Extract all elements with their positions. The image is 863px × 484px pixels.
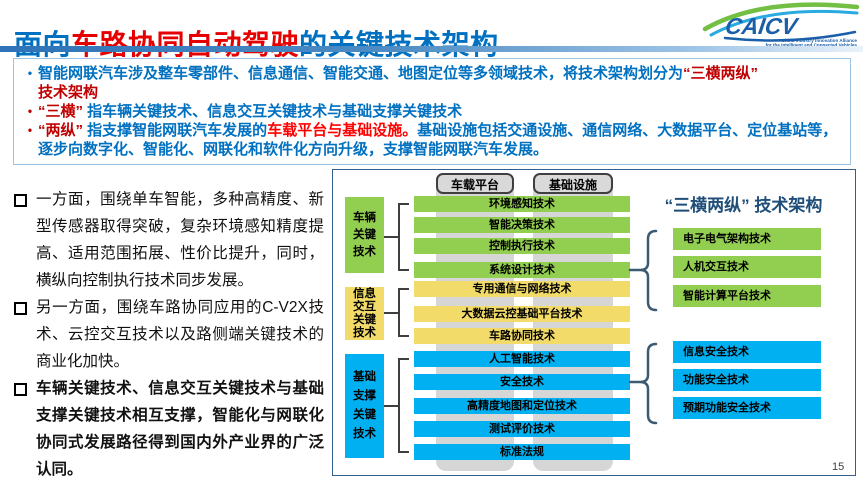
- text-segment-highlight: “两纵”: [38, 122, 88, 139]
- intro-bullet-2-text: “三横” 指车辆关键技术、信息交互关键技术与基础支撑关键技术: [38, 102, 844, 121]
- bar-security: 安全技术: [414, 374, 630, 390]
- logo-green-swoosh-icon: [702, 2, 860, 32]
- note-item-1: 一方面，围绕单车智能，多种高精度、新型传感器取得突破，复杂环境感知精度提高、适用…: [14, 186, 324, 294]
- bullet-dot-icon: •: [27, 123, 33, 137]
- architecture-diagram: 车载平台 基础设施 车辆 关键 技术 信息 交互 关键 技术 基础 支撑 关键 …: [332, 169, 856, 476]
- bar-vehicle-road-cooperation: 车路协同技术: [414, 328, 630, 344]
- square-bullet-icon: [14, 383, 27, 396]
- text-segment: 指车辆关键技术、信息交互关键技术与基础支撑关键技术: [87, 103, 463, 120]
- diagram-caption: “三横两纵” 技术架构: [664, 196, 823, 215]
- bracket-base-group-icon: [384, 358, 409, 453]
- bar-bigdata-cloud-platform: 大数据云控基础平台技术: [414, 306, 630, 322]
- note-item-2: 另一方面，围绕车路协同应用的C-V2X技术、云控交互技术以及路侧端关键技术的商业…: [14, 294, 324, 375]
- square-bullet-icon: [14, 194, 27, 207]
- text-segment: 智能网联汽车涉及整车零部件、信息通信、智能交通、地图定位等多领域技术，将技术架构…: [38, 65, 684, 82]
- sidebox-intelligent-computing-platform: 智能计算平台技术: [673, 285, 821, 307]
- square-bullet-icon: [14, 302, 27, 315]
- note-text: 另一方面，围绕车路协同应用的C-V2X技术、云控交互技术以及路侧端关键技术的商业…: [36, 299, 324, 370]
- sidebox-functional-safety: 功能安全技术: [673, 369, 821, 391]
- title-divider: [0, 46, 863, 52]
- note-text: 车辆关键技术、信息交互关键技术与基础支撑关键技术相互支撑，智能化与网联化协同式发…: [36, 380, 324, 478]
- bullet-dot-icon: •: [27, 104, 33, 118]
- group-label-base-support-key-tech: 基础 支撑 关键 技术: [345, 354, 384, 458]
- bracket-vehicle-group-icon: [384, 203, 409, 271]
- bar-test-evaluation: 测试评价技术: [414, 421, 630, 437]
- intro-bullet-1: • 智能网联汽车涉及整车零部件、信息通信、智能交通、地图定位等多领域技术，将技术…: [22, 64, 844, 102]
- logo-lightblue-swoosh-icon: [709, 9, 859, 37]
- note-item-3: 车辆关键技术、信息交互关键技术与基础支撑关键技术相互支撑，智能化与网联化协同式发…: [14, 375, 324, 483]
- text-segment-highlight: “三横”: [38, 103, 88, 120]
- caicv-logo: CAICV China Industry Innovation Alliance…: [702, 2, 860, 48]
- group-label-info-exchange-key-tech: 信息 交互 关键 技术: [345, 287, 384, 340]
- bar-dedicated-comm-network: 专用通信与网络技术: [414, 281, 630, 297]
- bar-environment-perception: 环境感知技术: [414, 196, 630, 212]
- bar-control-execution: 控制执行技术: [414, 238, 630, 254]
- brace-security-side-icon: [628, 342, 658, 425]
- text-segment-highlight: 车载平台与基础设施。: [267, 122, 418, 139]
- sidebox-hmi: 人机交互技术: [673, 256, 821, 278]
- logo-underline-swoosh-icon: [723, 30, 857, 42]
- bracket-info-group-icon: [384, 288, 409, 337]
- group-label-vehicle-key-tech: 车辆 关键 技术: [345, 197, 384, 273]
- sidebox-sotif: 预期功能安全技术: [673, 397, 821, 419]
- page-title: 面向车路协同自动驾驶的关键技术架构: [14, 23, 499, 63]
- column-header-vehicle-platform: 车载平台: [436, 173, 514, 194]
- text-segment-highlight: 技术架构: [38, 84, 99, 101]
- text-segment-highlight: “三横两纵”: [683, 65, 759, 82]
- text-segment: 指支撑智能网联汽车发展的: [87, 122, 268, 139]
- bar-system-design: 系统设计技术: [414, 262, 630, 278]
- bullet-dot-icon: •: [27, 66, 33, 80]
- intro-bullet-3-text: “两纵” 指支撑智能网联汽车发展的车载平台与基础设施。基础设施包括交通设施、通信…: [38, 121, 844, 159]
- bar-intelligent-decision: 智能决策技术: [414, 217, 630, 233]
- note-text: 一方面，围绕单车智能，多种高精度、新型传感器取得突破，复杂环境感知精度提高、适用…: [36, 191, 324, 289]
- intro-bullet-1-text: 智能网联汽车涉及整车零部件、信息通信、智能交通、地图定位等多领域技术，将技术架构…: [38, 64, 844, 102]
- title-part-red: 车路协同自动驾驶: [71, 28, 300, 60]
- bar-standards-regulations: 标准法规: [414, 444, 630, 460]
- brace-vehicle-side-icon: [628, 229, 658, 312]
- title-part-blue2: 的关键技术架构: [299, 28, 499, 60]
- intro-bullet-3: • “两纵” 指支撑智能网联汽车发展的车载平台与基础设施。基础设施包括交通设施、…: [22, 121, 844, 159]
- column-header-infrastructure: 基础设施: [533, 173, 613, 194]
- text-segment: 基础设施包括交通设施、通信网络、大数据平台、定位基站等，逐步向数字化、智能化、网…: [38, 122, 838, 158]
- title-part-blue: 面向: [14, 28, 72, 60]
- intro-bullet-2: • “三横” 指车辆关键技术、信息交互关键技术与基础支撑关键技术: [22, 102, 844, 121]
- logo-wordmark: CAICV: [724, 13, 802, 39]
- sidebox-ee-architecture: 电子电气架构技术: [673, 228, 821, 250]
- logo-tagline-1: China Industry Innovation Alliance: [782, 38, 858, 43]
- left-notes: 一方面，围绕单车智能，多种高精度、新型传感器取得突破，复杂环境感知精度提高、适用…: [14, 186, 324, 483]
- intro-box: • 智能网联汽车涉及整车零部件、信息通信、智能交通、地图定位等多领域技术，将技术…: [13, 58, 851, 165]
- bar-hd-map-positioning: 高精度地图和定位技术: [414, 398, 630, 414]
- page-number: 15: [832, 461, 845, 473]
- logo-tagline-2: for the Intelligent and Connected Vehicl…: [766, 43, 858, 48]
- bar-artificial-intelligence: 人工智能技术: [414, 351, 630, 367]
- sidebox-information-security: 信息安全技术: [673, 341, 821, 363]
